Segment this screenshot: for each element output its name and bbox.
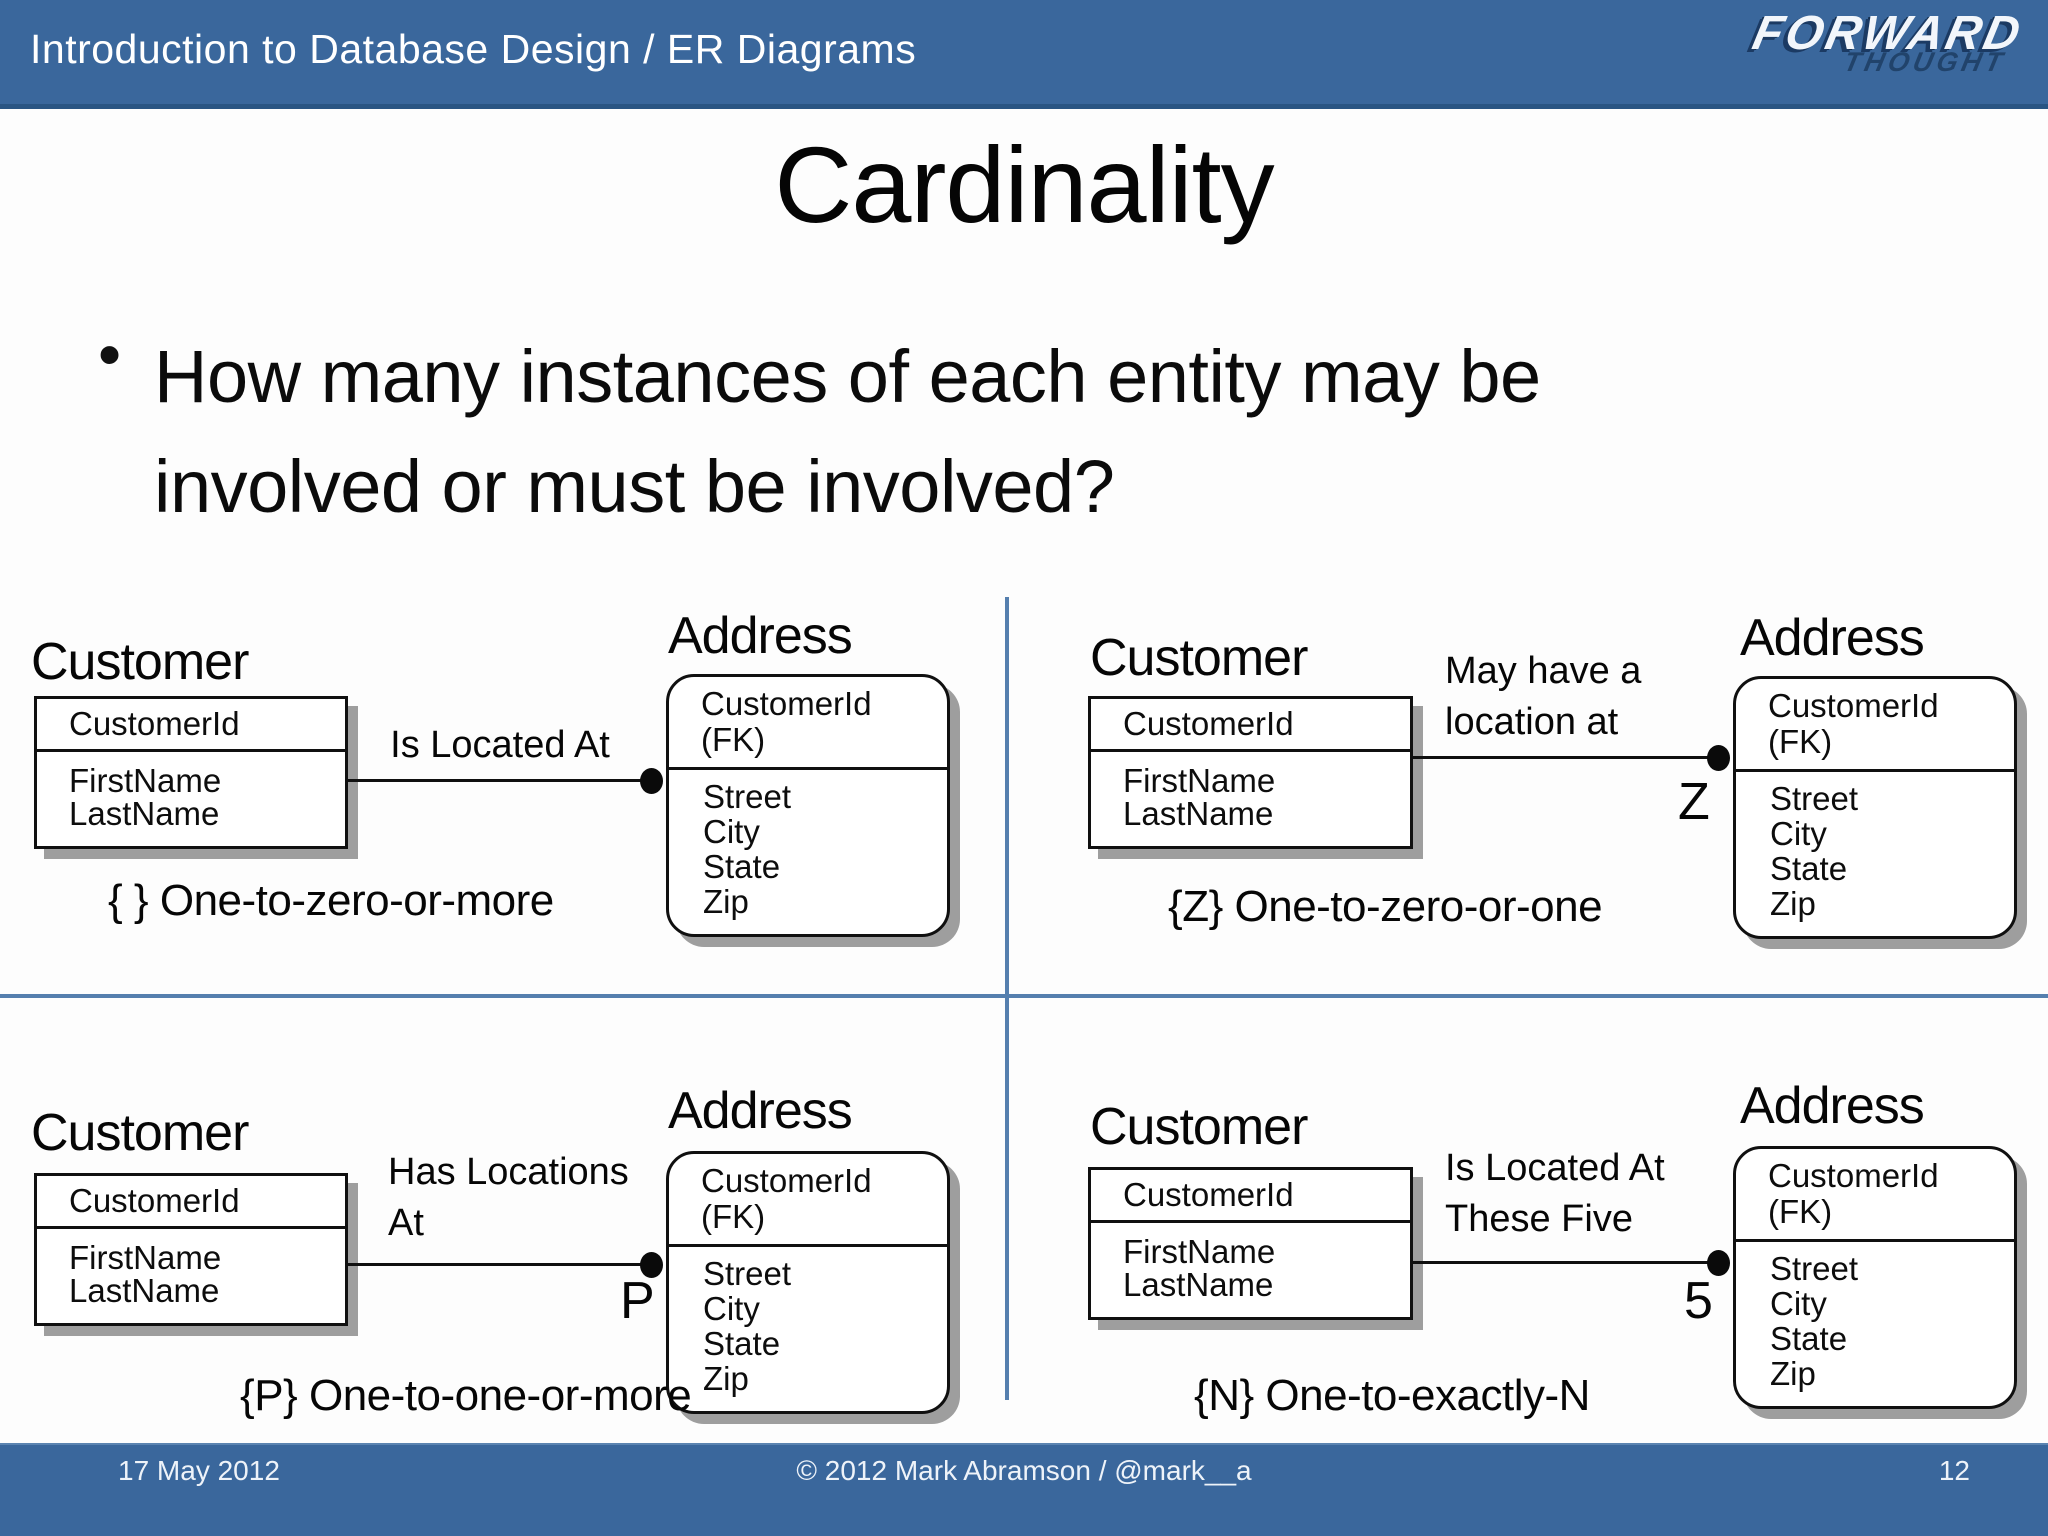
- entity-box-address: CustomerId (FK) Street City State Zip: [1733, 676, 2017, 939]
- entity-attributes: Street City State Zip: [669, 1247, 947, 1411]
- footer-date: 17 May 2012: [118, 1455, 280, 1486]
- attribute: Street: [1770, 780, 1859, 817]
- attribute: State: [703, 1325, 781, 1362]
- filled-circle-cardinality-icon: [1707, 745, 1730, 771]
- entity-box-customer: CustomerId FirstName LastName: [1088, 1167, 1413, 1320]
- bullet-icon: •: [98, 317, 122, 391]
- attribute: LastName: [1123, 1266, 1274, 1303]
- relationship-line: [348, 779, 644, 782]
- relationship-label: Has Locations At: [388, 1151, 629, 1244]
- footer-bar: 17 May 2012 © 2012 Mark Abramson / @mark…: [0, 1443, 2048, 1536]
- entity-title-address: Address: [668, 1082, 853, 1140]
- entity-key: CustomerId: [1091, 1170, 1410, 1223]
- cardinality-caption: {P} One-to-one-or-more: [240, 1371, 692, 1420]
- entity-box-address: CustomerId (FK) Street City State Zip: [666, 674, 950, 937]
- cardinality-letter: 5: [1684, 1272, 1713, 1330]
- attribute: State: [1770, 1320, 1848, 1357]
- attribute: LastName: [1123, 795, 1274, 832]
- relationship-line: [1413, 756, 1710, 759]
- cardinality-caption: {Z} One-to-zero-or-one: [1168, 882, 1603, 931]
- attribute: State: [703, 848, 781, 885]
- entity-attributes: FirstName LastName: [1091, 752, 1410, 846]
- entity-title-customer: Customer: [1090, 629, 1308, 687]
- attribute: Zip: [703, 1360, 749, 1397]
- entity-title-address: Address: [1740, 609, 1925, 667]
- attribute: Zip: [1770, 885, 1816, 922]
- attribute: FirstName: [1123, 762, 1276, 799]
- divider-vertical: [1005, 597, 1009, 1400]
- page-title: Cardinality: [774, 124, 1274, 245]
- header-bar: Introduction to Database Design / ER Dia…: [0, 0, 2048, 109]
- cardinality-letter: P: [620, 1272, 655, 1330]
- entity-title-address: Address: [668, 607, 853, 665]
- quadrant-one-to-zero-or-more: Customer CustomerId FirstName LastName I…: [0, 560, 1005, 994]
- bullet-item: • How many instances of each entity may …: [98, 317, 1718, 542]
- entity-box-customer: CustomerId FirstName LastName: [1088, 696, 1413, 849]
- cardinality-caption: {N} One-to-exactly-N: [1194, 1371, 1590, 1420]
- relationship-label: May have a location at: [1445, 650, 1642, 743]
- relationship-label: Is Located At These Five: [1445, 1147, 1665, 1240]
- entity-attributes: Street City State Zip: [1736, 772, 2014, 936]
- entity-key: CustomerId (FK): [1736, 679, 2014, 772]
- entity-box-address: CustomerId (FK) Street City State Zip: [666, 1151, 950, 1414]
- entity-key: CustomerId (FK): [669, 1154, 947, 1247]
- header-title: Introduction to Database Design / ER Dia…: [30, 26, 917, 72]
- attribute: Street: [703, 1255, 792, 1292]
- entity-title-address: Address: [1740, 1077, 1925, 1135]
- entity-title-customer: Customer: [31, 633, 249, 691]
- relationship-line: [1413, 1261, 1710, 1264]
- filled-circle-cardinality-icon: [640, 1252, 663, 1278]
- attribute: City: [703, 813, 760, 850]
- attribute: Zip: [1770, 1355, 1816, 1392]
- entity-key: CustomerId: [37, 699, 345, 752]
- attribute: FirstName: [69, 1239, 222, 1276]
- cardinality-caption: { } One-to-zero-or-more: [108, 876, 554, 925]
- entity-box-customer: CustomerId FirstName LastName: [34, 696, 348, 849]
- logo-thought-text: THOUGHT: [1841, 47, 2009, 77]
- attribute: Zip: [703, 883, 749, 920]
- entity-attributes: Street City State Zip: [669, 770, 947, 934]
- attribute: City: [1770, 815, 1827, 852]
- entity-attributes: FirstName LastName: [1091, 1223, 1410, 1317]
- relationship-line: [348, 1263, 644, 1266]
- entity-attributes: FirstName LastName: [37, 1229, 345, 1323]
- filled-circle-cardinality-icon: [1707, 1250, 1730, 1276]
- footer-copyright: © 2012 Mark Abramson / @mark__a: [796, 1455, 1252, 1486]
- divider-horizontal: [0, 994, 2048, 998]
- forward-thought-logo: FORWARD THOUGHT: [1744, 6, 2027, 78]
- entity-key: CustomerId (FK): [669, 677, 947, 770]
- quadrant-one-to-zero-or-one: Customer CustomerId FirstName LastName M…: [1010, 560, 2048, 994]
- entity-attributes: Street City State Zip: [1736, 1242, 2014, 1406]
- attribute: Street: [703, 778, 792, 815]
- footer-page-number: 12: [1938, 1455, 1970, 1486]
- entity-key: CustomerId: [1091, 699, 1410, 752]
- entity-key: CustomerId: [37, 1176, 345, 1229]
- filled-circle-cardinality-icon: [640, 768, 663, 794]
- attribute: City: [1770, 1285, 1827, 1322]
- entity-key: CustomerId (FK): [1736, 1149, 2014, 1242]
- quadrant-one-to-exactly-n: Customer CustomerId FirstName LastName I…: [1010, 999, 2048, 1440]
- bullet-text: How many instances of each entity may be…: [154, 335, 1541, 528]
- attribute: City: [703, 1290, 760, 1327]
- attribute: Street: [1770, 1250, 1859, 1287]
- cardinality-letter: Z: [1678, 773, 1710, 831]
- entity-box-customer: CustomerId FirstName LastName: [34, 1173, 348, 1326]
- attribute: FirstName: [69, 762, 222, 799]
- attribute: FirstName: [1123, 1233, 1276, 1270]
- entity-title-customer: Customer: [1090, 1098, 1308, 1156]
- attribute: State: [1770, 850, 1848, 887]
- entity-title-customer: Customer: [31, 1104, 249, 1162]
- attribute: LastName: [69, 1272, 220, 1309]
- entity-box-address: CustomerId (FK) Street City State Zip: [1733, 1146, 2017, 1409]
- entity-attributes: FirstName LastName: [37, 752, 345, 846]
- quadrant-one-to-one-or-more: Customer CustomerId FirstName LastName H…: [0, 999, 1005, 1440]
- attribute: LastName: [69, 795, 220, 832]
- relationship-label: Is Located At: [390, 724, 610, 766]
